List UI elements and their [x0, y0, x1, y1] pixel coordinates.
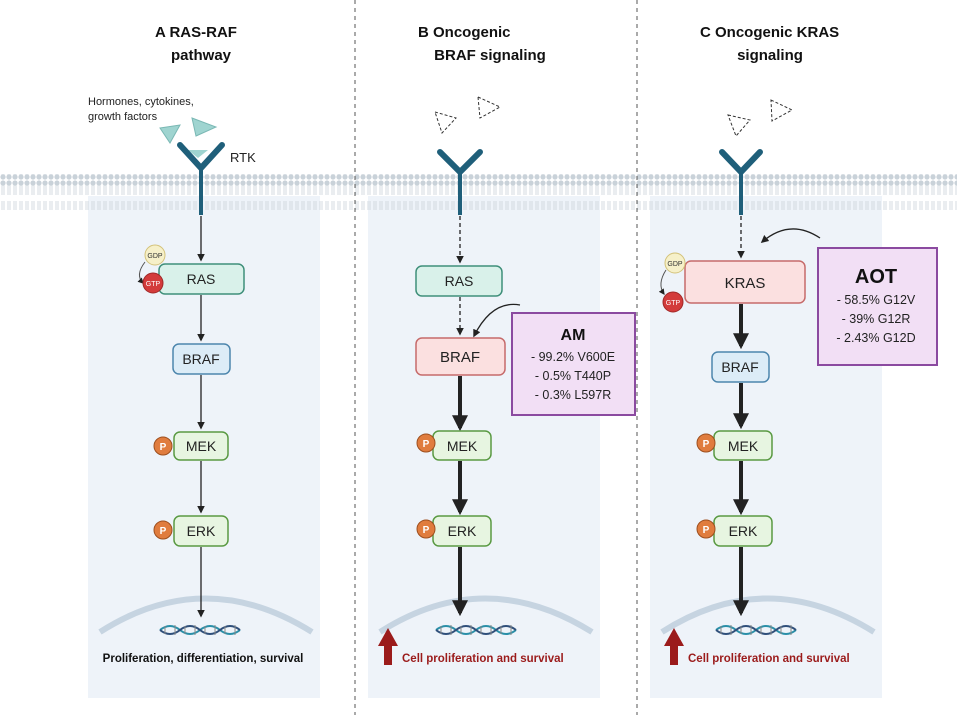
kras-mutant-node-c: KRAS — [684, 260, 806, 304]
ligand-outline-c1 — [727, 114, 751, 137]
ligand-label-line2: growth factors — [88, 111, 158, 123]
svg-text:- 58.5% G12V: - 58.5% G12V — [837, 293, 916, 307]
nucleus-a — [98, 595, 314, 635]
svg-text:P: P — [160, 442, 167, 453]
ras-node-b: RAS — [415, 265, 503, 297]
svg-text:ERK: ERK — [729, 523, 758, 539]
ligand-outline-b1 — [434, 111, 457, 134]
svg-text:BRAF: BRAF — [182, 351, 219, 367]
erk-node-b: ERK — [432, 515, 492, 547]
phospho-mek-a: P — [153, 436, 173, 456]
aot-mutation-box: AOT - 58.5% G12V - 39% G12R - 2.43% G12D — [817, 247, 938, 366]
rtk-receptor-a — [177, 142, 225, 215]
mek-node-a: MEK — [173, 431, 229, 461]
mek-node-c: MEK — [713, 430, 773, 461]
svg-text:AM: AM — [561, 327, 586, 344]
gtp-badge-c: GTP — [658, 269, 684, 313]
svg-text:P: P — [423, 439, 430, 450]
svg-text:- 0.5% T440P: - 0.5% T440P — [535, 369, 611, 383]
svg-text:MEK: MEK — [728, 438, 759, 454]
up-arrow-icon — [378, 628, 398, 665]
svg-text:- 2.43% G12D: - 2.43% G12D — [836, 331, 915, 345]
gdp-badge-a: GDP — [144, 244, 166, 266]
ligand-label-line1: Hormones, cytokines, — [88, 96, 194, 108]
dna-icon — [435, 625, 517, 635]
svg-text:GDP: GDP — [147, 253, 163, 260]
svg-text:ERK: ERK — [187, 523, 216, 539]
ligand-triangle-2 — [191, 117, 218, 137]
cell-membrane — [0, 174, 957, 210]
erk-node-a: ERK — [173, 515, 229, 547]
svg-text:AOT: AOT — [855, 266, 897, 288]
nucleus-b — [378, 595, 594, 635]
svg-text:BRAF: BRAF — [721, 359, 758, 375]
receptor-c — [719, 149, 763, 215]
erk-node-c: ERK — [713, 515, 773, 547]
gtp-badge-a: GTP — [137, 261, 164, 294]
phospho-erk-b: P — [416, 519, 436, 539]
svg-text:- 0.3% L597R: - 0.3% L597R — [535, 388, 611, 402]
phospho-mek-b: P — [416, 433, 436, 453]
ligand-outline-c2 — [770, 99, 794, 122]
braf-node-c: BRAF — [711, 351, 770, 383]
svg-text:BRAF: BRAF — [440, 349, 480, 366]
panel-c-title-2: signaling — [737, 47, 803, 64]
panel-a-title-1: A RAS-RAF — [155, 24, 237, 41]
phospho-erk-c: P — [696, 519, 716, 539]
am-mutation-box: AM - 99.2% V600E - 0.5% T440P - 0.3% L59… — [511, 312, 636, 416]
braf-node-a: BRAF — [172, 343, 231, 375]
gdp-badge-c: GDP — [664, 252, 686, 274]
dna-icon — [715, 625, 797, 635]
svg-text:- 39% G12R: - 39% G12R — [842, 312, 911, 326]
receptor-b — [437, 149, 483, 215]
rtk-label: RTK — [230, 150, 256, 165]
dna-icon — [159, 625, 241, 635]
svg-text:P: P — [703, 525, 710, 536]
outcome-b: Cell proliferation and survival — [402, 653, 564, 665]
braf-mutant-node-b: BRAF — [415, 337, 506, 376]
svg-text:MEK: MEK — [186, 438, 217, 454]
mek-node-b: MEK — [432, 430, 492, 461]
phospho-mek-c: P — [696, 433, 716, 453]
svg-text:RAS: RAS — [187, 271, 216, 287]
svg-text:- 99.2% V600E: - 99.2% V600E — [531, 350, 615, 364]
panel-a-title-2: pathway — [171, 47, 232, 64]
svg-text:GTP: GTP — [666, 300, 681, 307]
svg-text:P: P — [160, 526, 167, 537]
ligand-outline-b2 — [477, 96, 502, 119]
svg-text:MEK: MEK — [447, 438, 478, 454]
svg-text:ERK: ERK — [448, 523, 477, 539]
outcome-a: Proliferation, differentiation, survival — [103, 653, 304, 665]
nucleus-c — [660, 595, 876, 635]
svg-text:P: P — [703, 439, 710, 450]
svg-text:KRAS: KRAS — [725, 275, 766, 292]
panel-b-title-2: BRAF signaling — [434, 47, 546, 64]
phospho-erk-a: P — [153, 520, 173, 540]
svg-text:P: P — [423, 525, 430, 536]
ligand-triangle-1 — [159, 124, 181, 144]
up-arrow-icon — [664, 628, 684, 665]
panel-c-title-1: C Oncogenic KRAS — [700, 24, 839, 41]
panel-b-title-1: B Oncogenic — [418, 24, 511, 41]
ras-node-a: RAS — [158, 263, 245, 295]
svg-text:GDP: GDP — [667, 261, 683, 268]
svg-text:RAS: RAS — [445, 273, 474, 289]
svg-text:GTP: GTP — [146, 281, 161, 288]
outcome-c: Cell proliferation and survival — [688, 653, 850, 665]
